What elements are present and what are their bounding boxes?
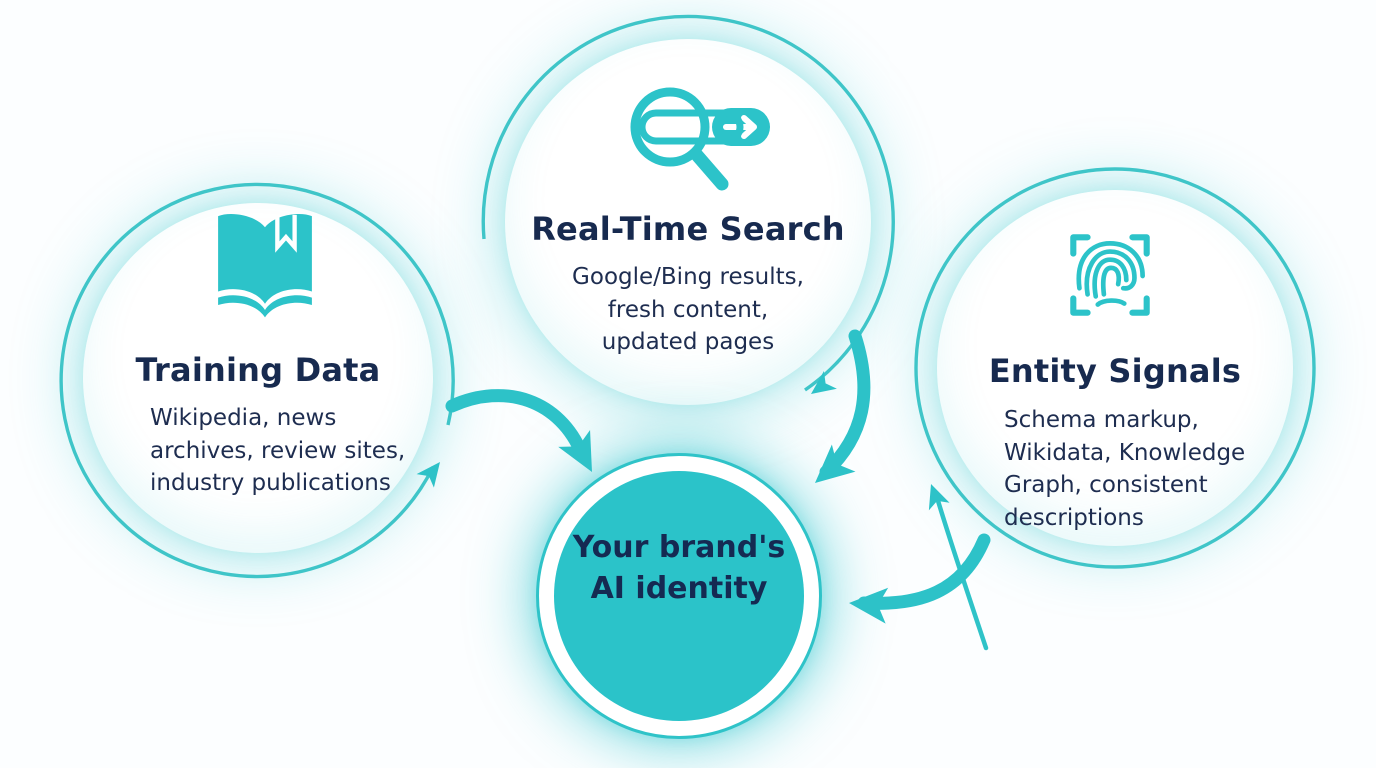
- training-data-line: Wikipedia, news: [150, 405, 337, 431]
- open-book-icon: [203, 210, 327, 326]
- search-magnifier-icon: [612, 82, 792, 196]
- center-node: Your brand's AI identity: [554, 471, 804, 721]
- fingerprint-scan-icon: [1057, 223, 1163, 329]
- entity-signals-line: Schema markup,: [1004, 407, 1199, 433]
- entity-signals-title: Entity Signals: [988, 352, 1242, 390]
- training-data-line: industry publications: [150, 470, 391, 496]
- real-time-search-title: Real-Time Search: [531, 210, 845, 248]
- real-time-search-line: Google/Bing results,: [572, 264, 804, 290]
- entity-swoosh-arrow: [928, 484, 989, 651]
- training-data-line: archives, review sites,: [150, 437, 406, 464]
- center-node-line: Your brand's: [572, 530, 786, 565]
- real-time-search-line: updated pages: [601, 329, 775, 355]
- arrow-search-to-center: [815, 329, 871, 483]
- center-node-line: AI identity: [590, 571, 768, 606]
- training-data-title: Training Data: [135, 351, 381, 389]
- real-time-search-description: Google/Bing results, fresh content, upda…: [505, 261, 871, 359]
- real-time-search-line: fresh content,: [607, 296, 769, 323]
- training-data-description: Wikipedia, news archives, review sites, …: [150, 402, 440, 500]
- entity-signals-line: descriptions: [1004, 504, 1144, 531]
- arrow-training-to-center: [445, 389, 592, 472]
- entity-signals-line: Graph, consistent: [1004, 472, 1208, 498]
- arrow-entity-to-center: [849, 533, 991, 624]
- entity-signals-line: Wikidata, Knowledge: [1004, 439, 1246, 466]
- entity-signals-description: Schema markup, Wikidata, Knowledge Graph…: [1004, 404, 1294, 534]
